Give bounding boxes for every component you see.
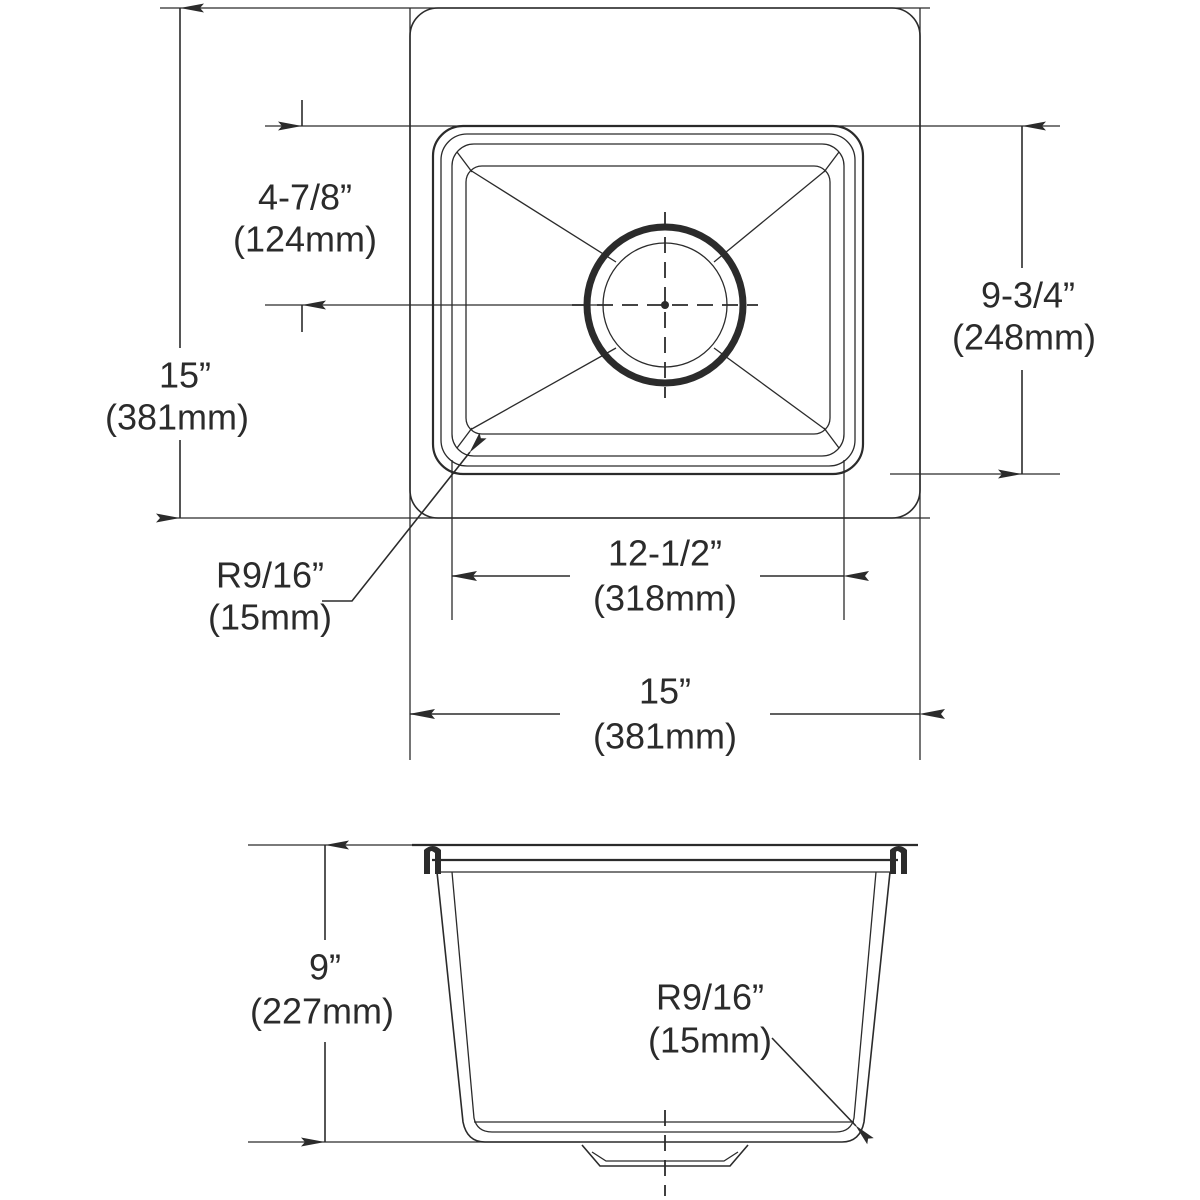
plan-extension-lines	[160, 7, 1060, 760]
basin-outer-rim	[431, 124, 865, 476]
dim-rim-to-basin-top-metric: (124mm)	[233, 219, 377, 260]
dim-corner-radius-plan-imperial: R9/16”	[216, 555, 324, 596]
dim-overall-height-plan: 15” (381mm)	[105, 3, 249, 523]
dim-rim-to-basin-top-imperial: 4-7/8”	[258, 177, 352, 218]
basin-floor-outline	[465, 165, 831, 435]
dim-overall-width-plan-metric: (381mm)	[593, 716, 737, 757]
dim-basin-width-imperial: 12-1/2”	[608, 533, 722, 574]
dim-overall-height-plan-imperial: 15”	[159, 355, 211, 396]
dim-overall-width-plan-imperial: 15”	[639, 671, 691, 712]
basin-rim-inner-edge	[440, 133, 856, 467]
mounting-clip-icon-right	[890, 846, 907, 874]
dim-bowl-depth-imperial: 9”	[309, 947, 341, 988]
plan-view: 15” (381mm) 4-7/8” (124mm) 9-3/4” (248mm…	[105, 3, 1096, 760]
dim-basin-height-imperial: 9-3/4”	[981, 275, 1075, 316]
mounting-clip-icon-left	[424, 846, 441, 874]
center-point	[661, 301, 669, 309]
dim-basin-height-metric: (248mm)	[952, 317, 1096, 358]
basin-wall-taper-lines	[456, 151, 840, 449]
dim-basin-width: 12-1/2” (318mm)	[451, 533, 869, 619]
dim-overall-height-plan-metric: (381mm)	[105, 397, 249, 438]
dim-overall-width-plan: 15” (381mm)	[409, 671, 945, 757]
dim-corner-radius-plan-metric: (15mm)	[208, 597, 332, 638]
elevation-view: 9” (227mm) R9/16” (15mm)	[248, 840, 918, 1196]
basin-slope-diagonals	[469, 169, 827, 431]
dim-basin-width-metric: (318mm)	[593, 578, 737, 619]
dim-bowl-depth: 9” (227mm)	[250, 840, 394, 1147]
dim-rim-to-basin-top: 4-7/8” (124mm)	[233, 100, 377, 332]
bowl-inner-wall	[451, 871, 877, 1133]
dim-basin-height: 9-3/4” (248mm)	[952, 121, 1096, 479]
dim-corner-radius-elevation-metric: (15mm)	[648, 1020, 772, 1061]
dim-bowl-depth-metric: (227mm)	[250, 991, 394, 1032]
dim-corner-radius-elevation-imperial: R9/16”	[656, 977, 764, 1018]
basin-wall-top	[451, 143, 845, 457]
dim-corner-radius-plan: R9/16” (15mm)	[208, 432, 487, 638]
dim-corner-radius-elevation: R9/16” (15mm)	[648, 977, 874, 1145]
